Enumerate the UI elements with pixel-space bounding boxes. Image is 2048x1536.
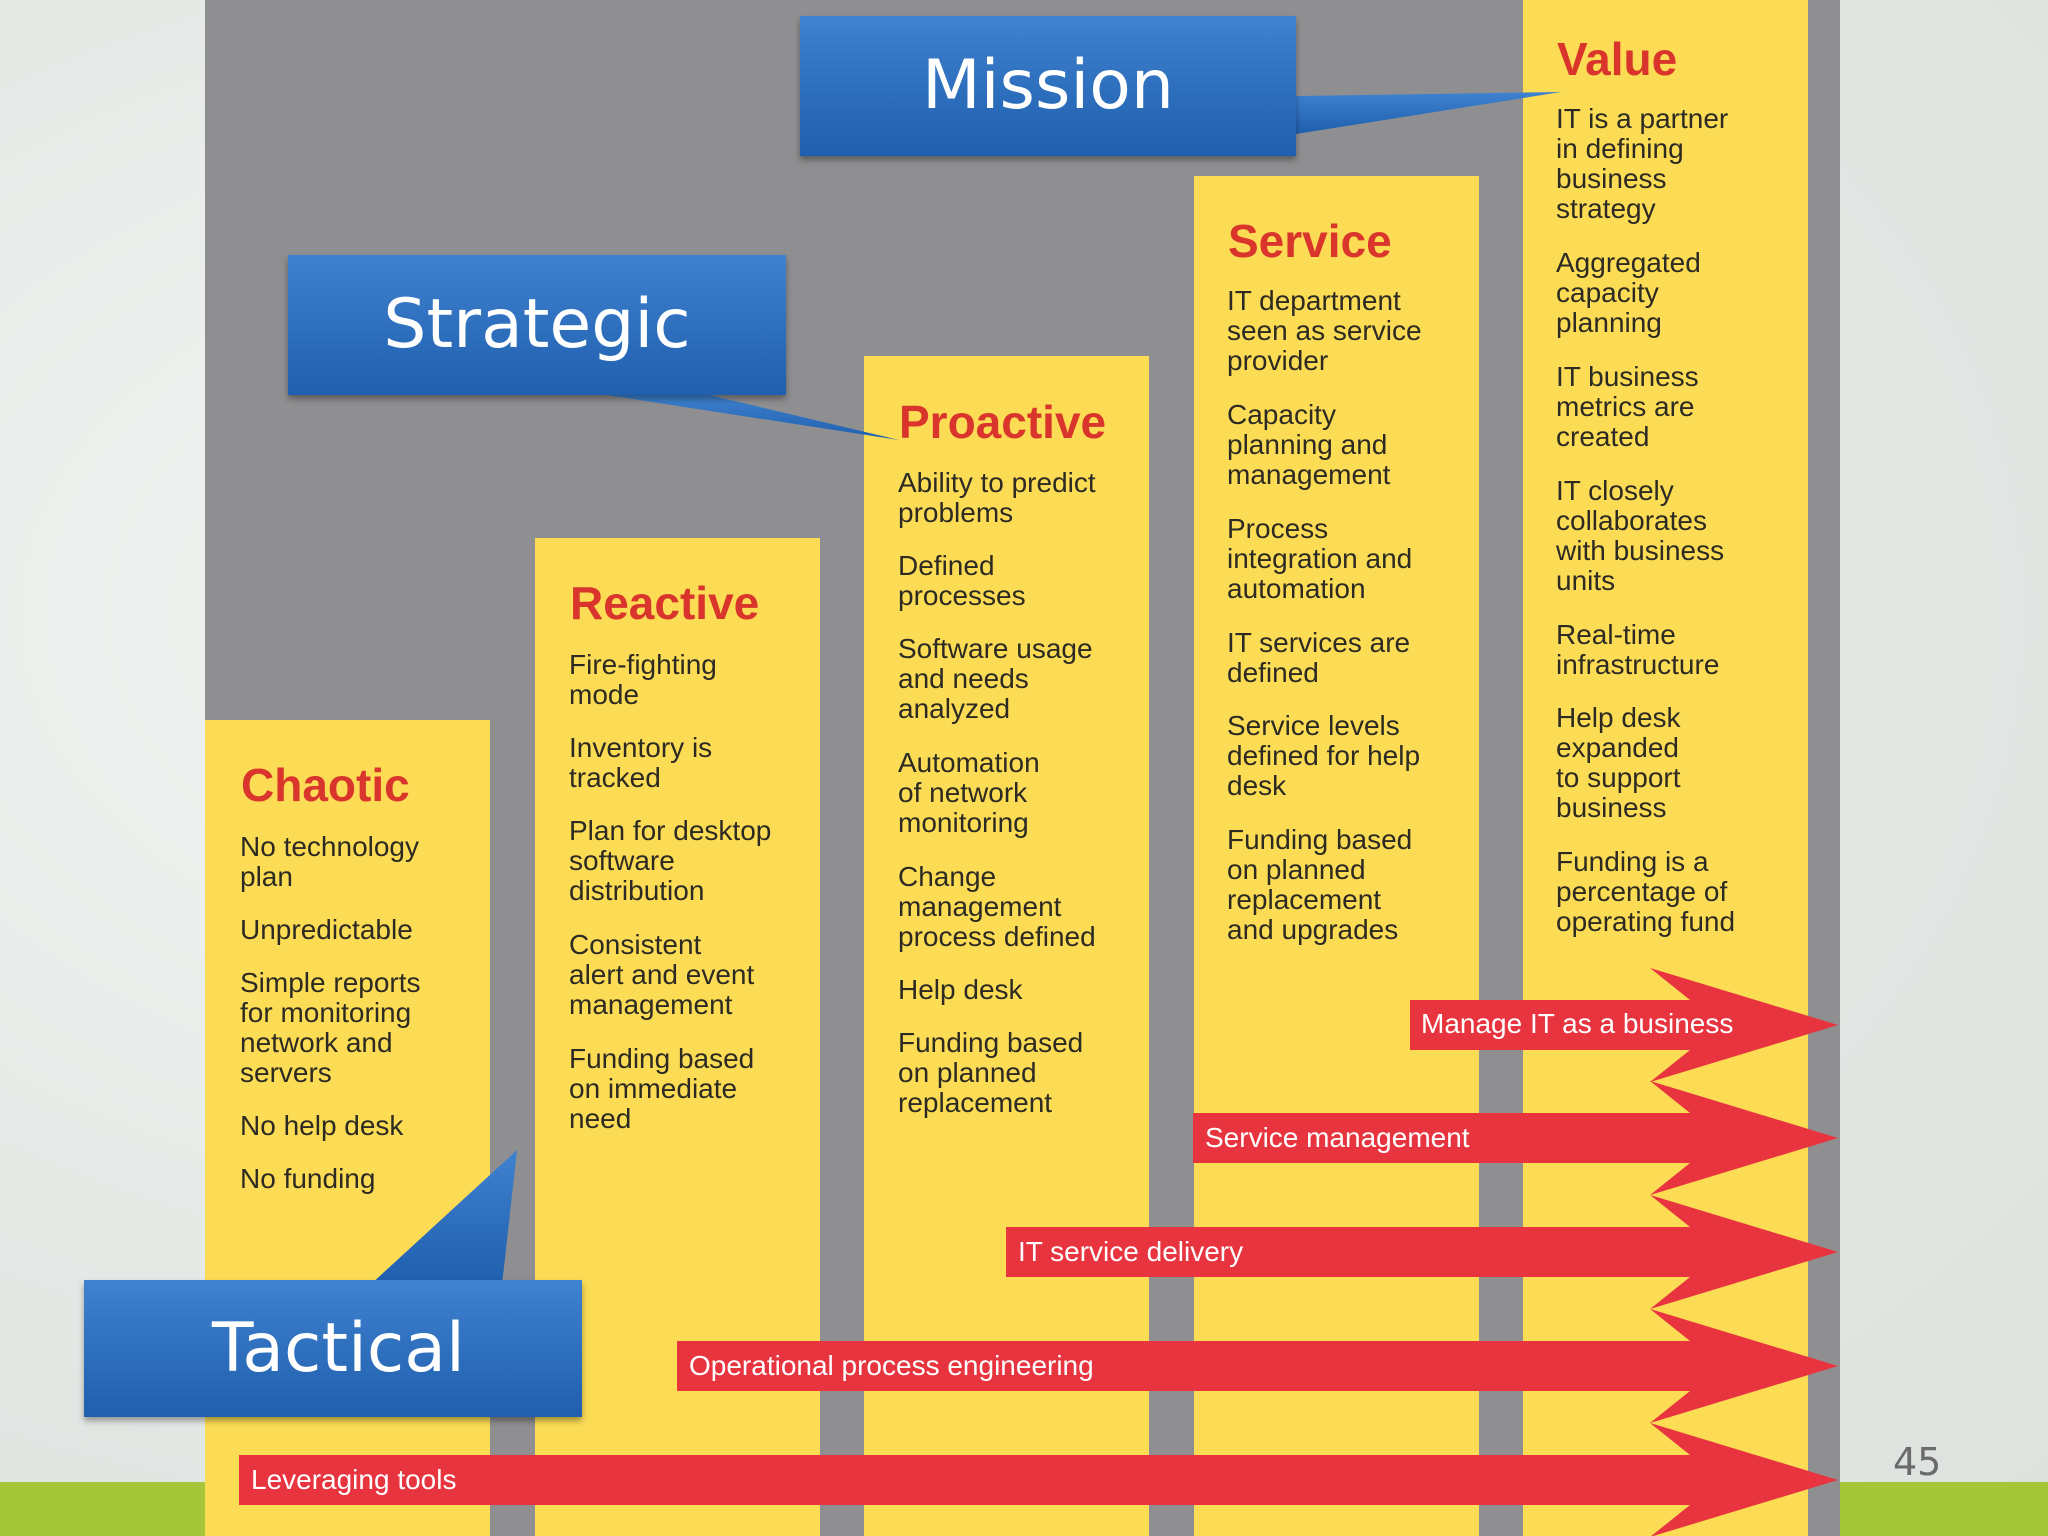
list-item: Funding is a percentage of operating fun… xyxy=(1556,846,1736,937)
arrow-manage-it xyxy=(1410,968,1838,1082)
arrow-it-service-delivery xyxy=(1006,1195,1838,1309)
arrow-service-management xyxy=(1193,1081,1838,1195)
arrow-label-operational-process: Operational process engineering xyxy=(689,1350,1094,1381)
arrow-label-service-management: Service management xyxy=(1205,1122,1470,1153)
list-item: No help desk xyxy=(240,1110,404,1141)
list-item: Unpredictable xyxy=(240,914,413,945)
arrow-operational-process xyxy=(677,1309,1838,1423)
callout-strategic: Strategic xyxy=(288,255,786,395)
column-title-proactive: Proactive xyxy=(899,396,1107,448)
list-item: Change management process defined xyxy=(898,861,1096,952)
list-item: IT closely collaborates with business un… xyxy=(1556,475,1725,596)
list-item: Capacity planning and management xyxy=(1227,399,1391,490)
list-item: IT services are defined xyxy=(1227,627,1411,688)
arrow-leveraging-tools xyxy=(239,1423,1838,1536)
callout-mission: Mission xyxy=(800,16,1296,156)
list-item: Process integration and automation xyxy=(1227,513,1413,604)
column-title-chaotic: Chaotic xyxy=(241,759,410,811)
list-item: IT business metrics are created xyxy=(1556,361,1699,452)
strategic-pointer xyxy=(600,394,899,440)
list-item: Help desk expanded to support business xyxy=(1556,702,1681,823)
arrow-label-it-service-delivery: IT service delivery xyxy=(1018,1236,1244,1267)
callout-strategic-label: Strategic xyxy=(383,285,691,364)
list-item: Fire-fighting mode xyxy=(569,649,717,710)
column-title-reactive: Reactive xyxy=(570,577,760,629)
mission-pointer xyxy=(1296,92,1561,134)
column-title-service: Service xyxy=(1228,215,1392,267)
column-value xyxy=(1523,0,1808,1536)
list-item: Service levels defined for help desk xyxy=(1227,710,1421,801)
list-item: Funding based on immediate need xyxy=(569,1043,755,1134)
page-number: 45 xyxy=(1893,1440,1942,1484)
list-item: Consistent alert and event management xyxy=(569,929,755,1020)
callout-tactical: Tactical xyxy=(84,1280,582,1417)
list-item: No technology plan xyxy=(240,831,420,892)
callout-tactical-label: Tactical xyxy=(212,1309,465,1388)
list-item: Funding based on planned replacement xyxy=(898,1027,1084,1118)
arrow-label-manage-it: Manage IT as a business xyxy=(1421,1008,1734,1039)
column-title-value: Value xyxy=(1557,33,1678,85)
arrow-label-leveraging-tools: Leveraging tools xyxy=(251,1464,457,1495)
list-item: Defined processes xyxy=(898,550,1026,611)
list-item: Software usage and needs analyzed xyxy=(898,633,1093,724)
tactical-pointer xyxy=(370,1150,517,1285)
list-item: Aggregated capacity planning xyxy=(1556,247,1701,338)
list-item: IT department seen as service provider xyxy=(1227,285,1422,376)
list-item: Inventory is tracked xyxy=(569,732,713,793)
list-item: IT is a partner in defining business str… xyxy=(1556,103,1729,224)
list-item: Help desk xyxy=(898,974,1023,1005)
callout-mission-label: Mission xyxy=(921,46,1174,125)
list-item: Simple reports for monitoring network an… xyxy=(240,967,421,1088)
column-proactive xyxy=(864,356,1149,1536)
list-item: No funding xyxy=(240,1163,376,1194)
column-service xyxy=(1194,176,1479,1536)
list-item: Ability to predict problems xyxy=(898,467,1096,528)
list-item: Funding based on planned replacement and… xyxy=(1227,824,1413,945)
list-item: Real-time infrastructure xyxy=(1556,619,1720,680)
list-item: Plan for desktop software distribution xyxy=(569,815,772,906)
list-item: Automation of network monitoring xyxy=(898,747,1040,838)
